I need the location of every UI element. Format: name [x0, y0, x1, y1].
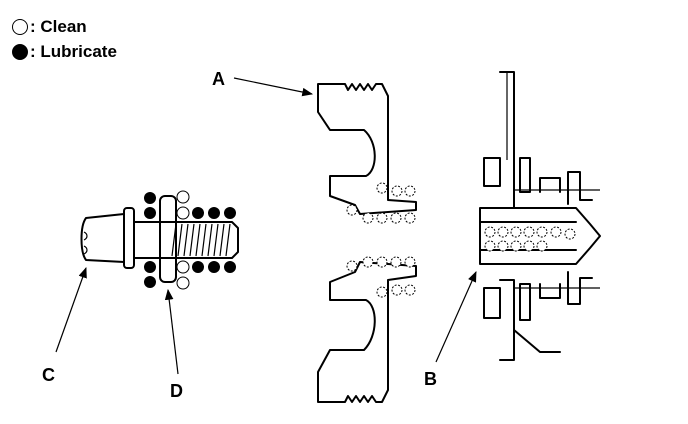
callout-c-arrow	[55, 266, 87, 353]
washer-lube-marks	[144, 192, 236, 288]
open-circle-icon	[12, 18, 28, 35]
callout-a-arrow	[233, 77, 314, 97]
legend-clean-label: : Clean	[30, 16, 87, 36]
legend: : Clean : Lubricate	[12, 14, 117, 64]
bolt-thread	[171, 223, 231, 257]
callout-b: B	[424, 271, 477, 389]
legend-lubricate: : Lubricate	[12, 39, 117, 64]
legend-clean: : Clean	[12, 14, 117, 39]
callout-c-label: C	[42, 365, 55, 385]
callout-c: C	[42, 266, 87, 385]
bolt	[80, 207, 239, 269]
callout-b-label: B	[424, 369, 437, 389]
pulley-clean-marks	[346, 182, 416, 298]
callout-d: D	[164, 288, 183, 401]
washer	[159, 195, 177, 283]
callout-b-arrow	[435, 271, 477, 363]
shaft-clean-marks	[484, 226, 576, 252]
legend-lubricate-label: : Lubricate	[30, 41, 117, 61]
filled-circle-icon	[12, 43, 28, 60]
pulley	[317, 83, 417, 403]
callout-a: A	[212, 69, 314, 97]
washer-clean-marks	[176, 190, 190, 290]
callout-d-label: D	[170, 381, 183, 401]
callout-a-label: A	[212, 69, 225, 89]
shaft-housing	[479, 71, 601, 361]
callout-d-arrow	[164, 288, 179, 375]
